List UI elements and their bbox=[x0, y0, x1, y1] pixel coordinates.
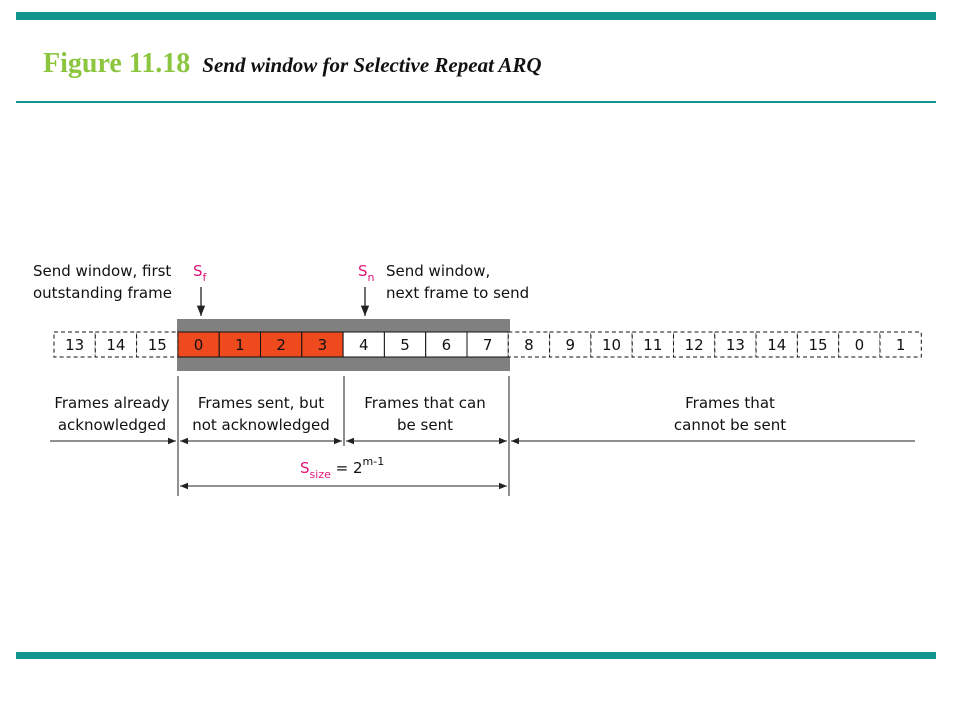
frame-cell: 10 bbox=[590, 331, 633, 358]
frame-label: 10 bbox=[602, 336, 621, 354]
frame-cell: 15 bbox=[796, 331, 840, 358]
frame-label: 1 bbox=[896, 336, 906, 354]
window-size-exponent: m-1 bbox=[363, 455, 385, 468]
frame-box bbox=[425, 331, 468, 358]
frame-box bbox=[466, 331, 509, 358]
frame-cell: 8 bbox=[507, 331, 551, 358]
frame-cell: 13 bbox=[53, 331, 96, 358]
frame-label: 11 bbox=[643, 336, 662, 354]
sn-pointer: Sn bbox=[358, 262, 375, 316]
frame-label: 7 bbox=[483, 336, 493, 354]
frame-cell: 6 bbox=[425, 331, 468, 358]
frame-cell: 12 bbox=[673, 331, 716, 358]
frame-cell: 14 bbox=[94, 331, 138, 358]
frame-label: 9 bbox=[565, 336, 575, 354]
region-cannot-send-line2: cannot be sent bbox=[674, 416, 786, 434]
region-acknowledged-line2: acknowledged bbox=[58, 416, 166, 434]
region-acknowledged-line1: Frames already bbox=[54, 394, 169, 412]
frame-cell: 1 bbox=[879, 331, 922, 358]
frame-box bbox=[549, 331, 592, 358]
frame-box bbox=[838, 331, 881, 358]
frame-box bbox=[590, 331, 633, 358]
frame-cell: 0 bbox=[838, 331, 881, 358]
sn-label-sub: n bbox=[368, 271, 375, 284]
frame-cell: 9 bbox=[549, 331, 592, 358]
svg-text:Sf: Sf bbox=[193, 262, 208, 284]
frame-box bbox=[301, 331, 344, 358]
frame-box bbox=[879, 331, 922, 358]
region-sent-unacked-line2: not acknowledged bbox=[192, 416, 330, 434]
top-accent-bar bbox=[16, 12, 936, 20]
frame-box bbox=[94, 331, 138, 358]
frame-label: 14 bbox=[106, 336, 125, 354]
frame-label: 0 bbox=[194, 336, 204, 354]
title-rule bbox=[16, 101, 936, 103]
frame-cell: 4 bbox=[342, 331, 385, 358]
frame-box bbox=[796, 331, 840, 358]
region-can-send-line2: be sent bbox=[397, 416, 453, 434]
frame-label: 1 bbox=[235, 336, 245, 354]
figure-number: Figure 11.18 bbox=[43, 48, 191, 79]
sf-label-main: S bbox=[193, 262, 203, 280]
sf-caption-line1: Send window, first bbox=[33, 262, 171, 280]
frame-box bbox=[755, 331, 798, 358]
frame-label: 12 bbox=[685, 336, 704, 354]
svg-text:Sn: Sn bbox=[358, 262, 375, 284]
frame-box bbox=[260, 331, 303, 358]
frame-cell: 11 bbox=[631, 331, 675, 358]
frame-cell: 15 bbox=[136, 331, 179, 358]
frame-label: 15 bbox=[809, 336, 828, 354]
frame-label: 15 bbox=[148, 336, 167, 354]
region-can-send-line1: Frames that can bbox=[364, 394, 486, 412]
frame-label: 4 bbox=[359, 336, 369, 354]
sf-caption-line2: outstanding frame bbox=[33, 284, 172, 302]
frame-box bbox=[177, 331, 220, 358]
sn-caption-line1: Send window, bbox=[386, 262, 490, 280]
frame-label: 5 bbox=[400, 336, 410, 354]
frame-box bbox=[136, 331, 179, 358]
frame-label: 0 bbox=[855, 336, 865, 354]
sf-label-sub: f bbox=[203, 271, 208, 284]
frame-cell: 5 bbox=[383, 331, 427, 358]
sf-pointer: Sf bbox=[193, 262, 208, 316]
frame-label: 8 bbox=[524, 336, 534, 354]
window-size-equals: = 2 bbox=[331, 459, 363, 477]
region-cannot-send-line1: Frames that bbox=[685, 394, 775, 412]
region-sent-unacked-line1: Frames sent, but bbox=[198, 394, 324, 412]
frame-cell: 13 bbox=[714, 331, 757, 358]
bottom-accent-bar bbox=[16, 652, 936, 659]
sn-caption-line2: next frame to send bbox=[386, 284, 529, 302]
frame-box bbox=[673, 331, 716, 358]
figure-title: Figure 11.18 Send window for Selective Re… bbox=[43, 48, 542, 80]
frame-box bbox=[631, 331, 675, 358]
frame-label: 6 bbox=[442, 336, 452, 354]
frame-box bbox=[714, 331, 757, 358]
window-size-main: S bbox=[300, 459, 310, 477]
frame-cell: 2 bbox=[260, 331, 303, 358]
frame-box bbox=[507, 331, 551, 358]
window-size-sub: size bbox=[310, 468, 332, 481]
frame-box bbox=[342, 331, 385, 358]
frame-label: 13 bbox=[726, 336, 745, 354]
frame-cell: 14 bbox=[755, 331, 798, 358]
frame-box bbox=[53, 331, 96, 358]
frame-cell: 1 bbox=[218, 331, 261, 358]
frame-label: 14 bbox=[767, 336, 786, 354]
frame-label: 13 bbox=[65, 336, 84, 354]
sn-label-main: S bbox=[358, 262, 368, 280]
frame-label: 3 bbox=[318, 336, 328, 354]
window-size-formula: Ssize = 2m-1 bbox=[300, 455, 384, 481]
frame-cell: 7 bbox=[466, 331, 509, 358]
frame-label: 2 bbox=[276, 336, 286, 354]
frame-cell: 0 bbox=[177, 331, 220, 358]
figure-caption: Send window for Selective Repeat ARQ bbox=[202, 53, 542, 77]
frame-cell: 3 bbox=[301, 331, 344, 358]
frame-box bbox=[218, 331, 261, 358]
